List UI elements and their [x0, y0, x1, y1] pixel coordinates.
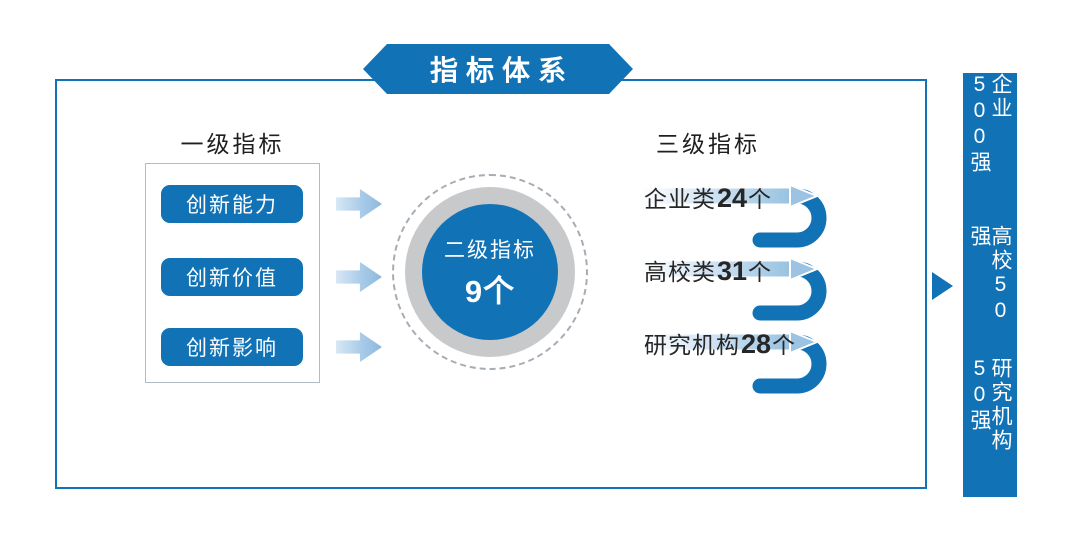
level2-circle: 二级指标 9个	[422, 204, 558, 340]
sidebar-item-top50-research-institutes: 研究机构50强	[968, 356, 1012, 453]
sidebar-item-top500-enterprises: 企业500强	[968, 73, 1012, 175]
curved-arrow-icon	[632, 183, 827, 248]
ribbon-count-number: 24	[717, 183, 748, 213]
ribbon-count-number: 31	[717, 256, 748, 286]
ribbon-count-unit: 个	[772, 332, 796, 358]
ribbon-count-unit: 个	[748, 259, 772, 285]
right-pointer-icon	[932, 272, 953, 300]
ribbon-label: 研究机构	[644, 332, 740, 358]
ribbon-label: 企业类	[644, 186, 716, 212]
curved-arrow-icon	[632, 329, 827, 394]
ribbon-count-number: 28	[741, 329, 772, 359]
level1-item-innovation-capability: 创新能力	[161, 185, 303, 223]
title-banner: 指标体系	[363, 44, 633, 94]
page-title: 指标体系	[429, 55, 574, 86]
level1-item-innovation-value: 创新价值	[161, 258, 303, 296]
level2-count: 9个	[464, 273, 516, 309]
curved-arrow-icon	[632, 256, 827, 321]
curved-arrow-icons	[632, 183, 827, 394]
ranking-sidebar: 企业500强 高校50强 研究机构50强	[963, 73, 1017, 497]
level1-item-innovation-impact: 创新影响	[161, 328, 303, 366]
sidebar-item-top50-universities: 高校50强	[968, 225, 1012, 326]
level1-heading: 一级指标	[180, 131, 285, 157]
level3-heading: 三级指标	[656, 131, 760, 157]
ribbon-label: 高校类	[644, 259, 716, 285]
level2-label: 二级指标	[444, 238, 536, 262]
ribbon-count-unit: 个	[748, 186, 772, 212]
